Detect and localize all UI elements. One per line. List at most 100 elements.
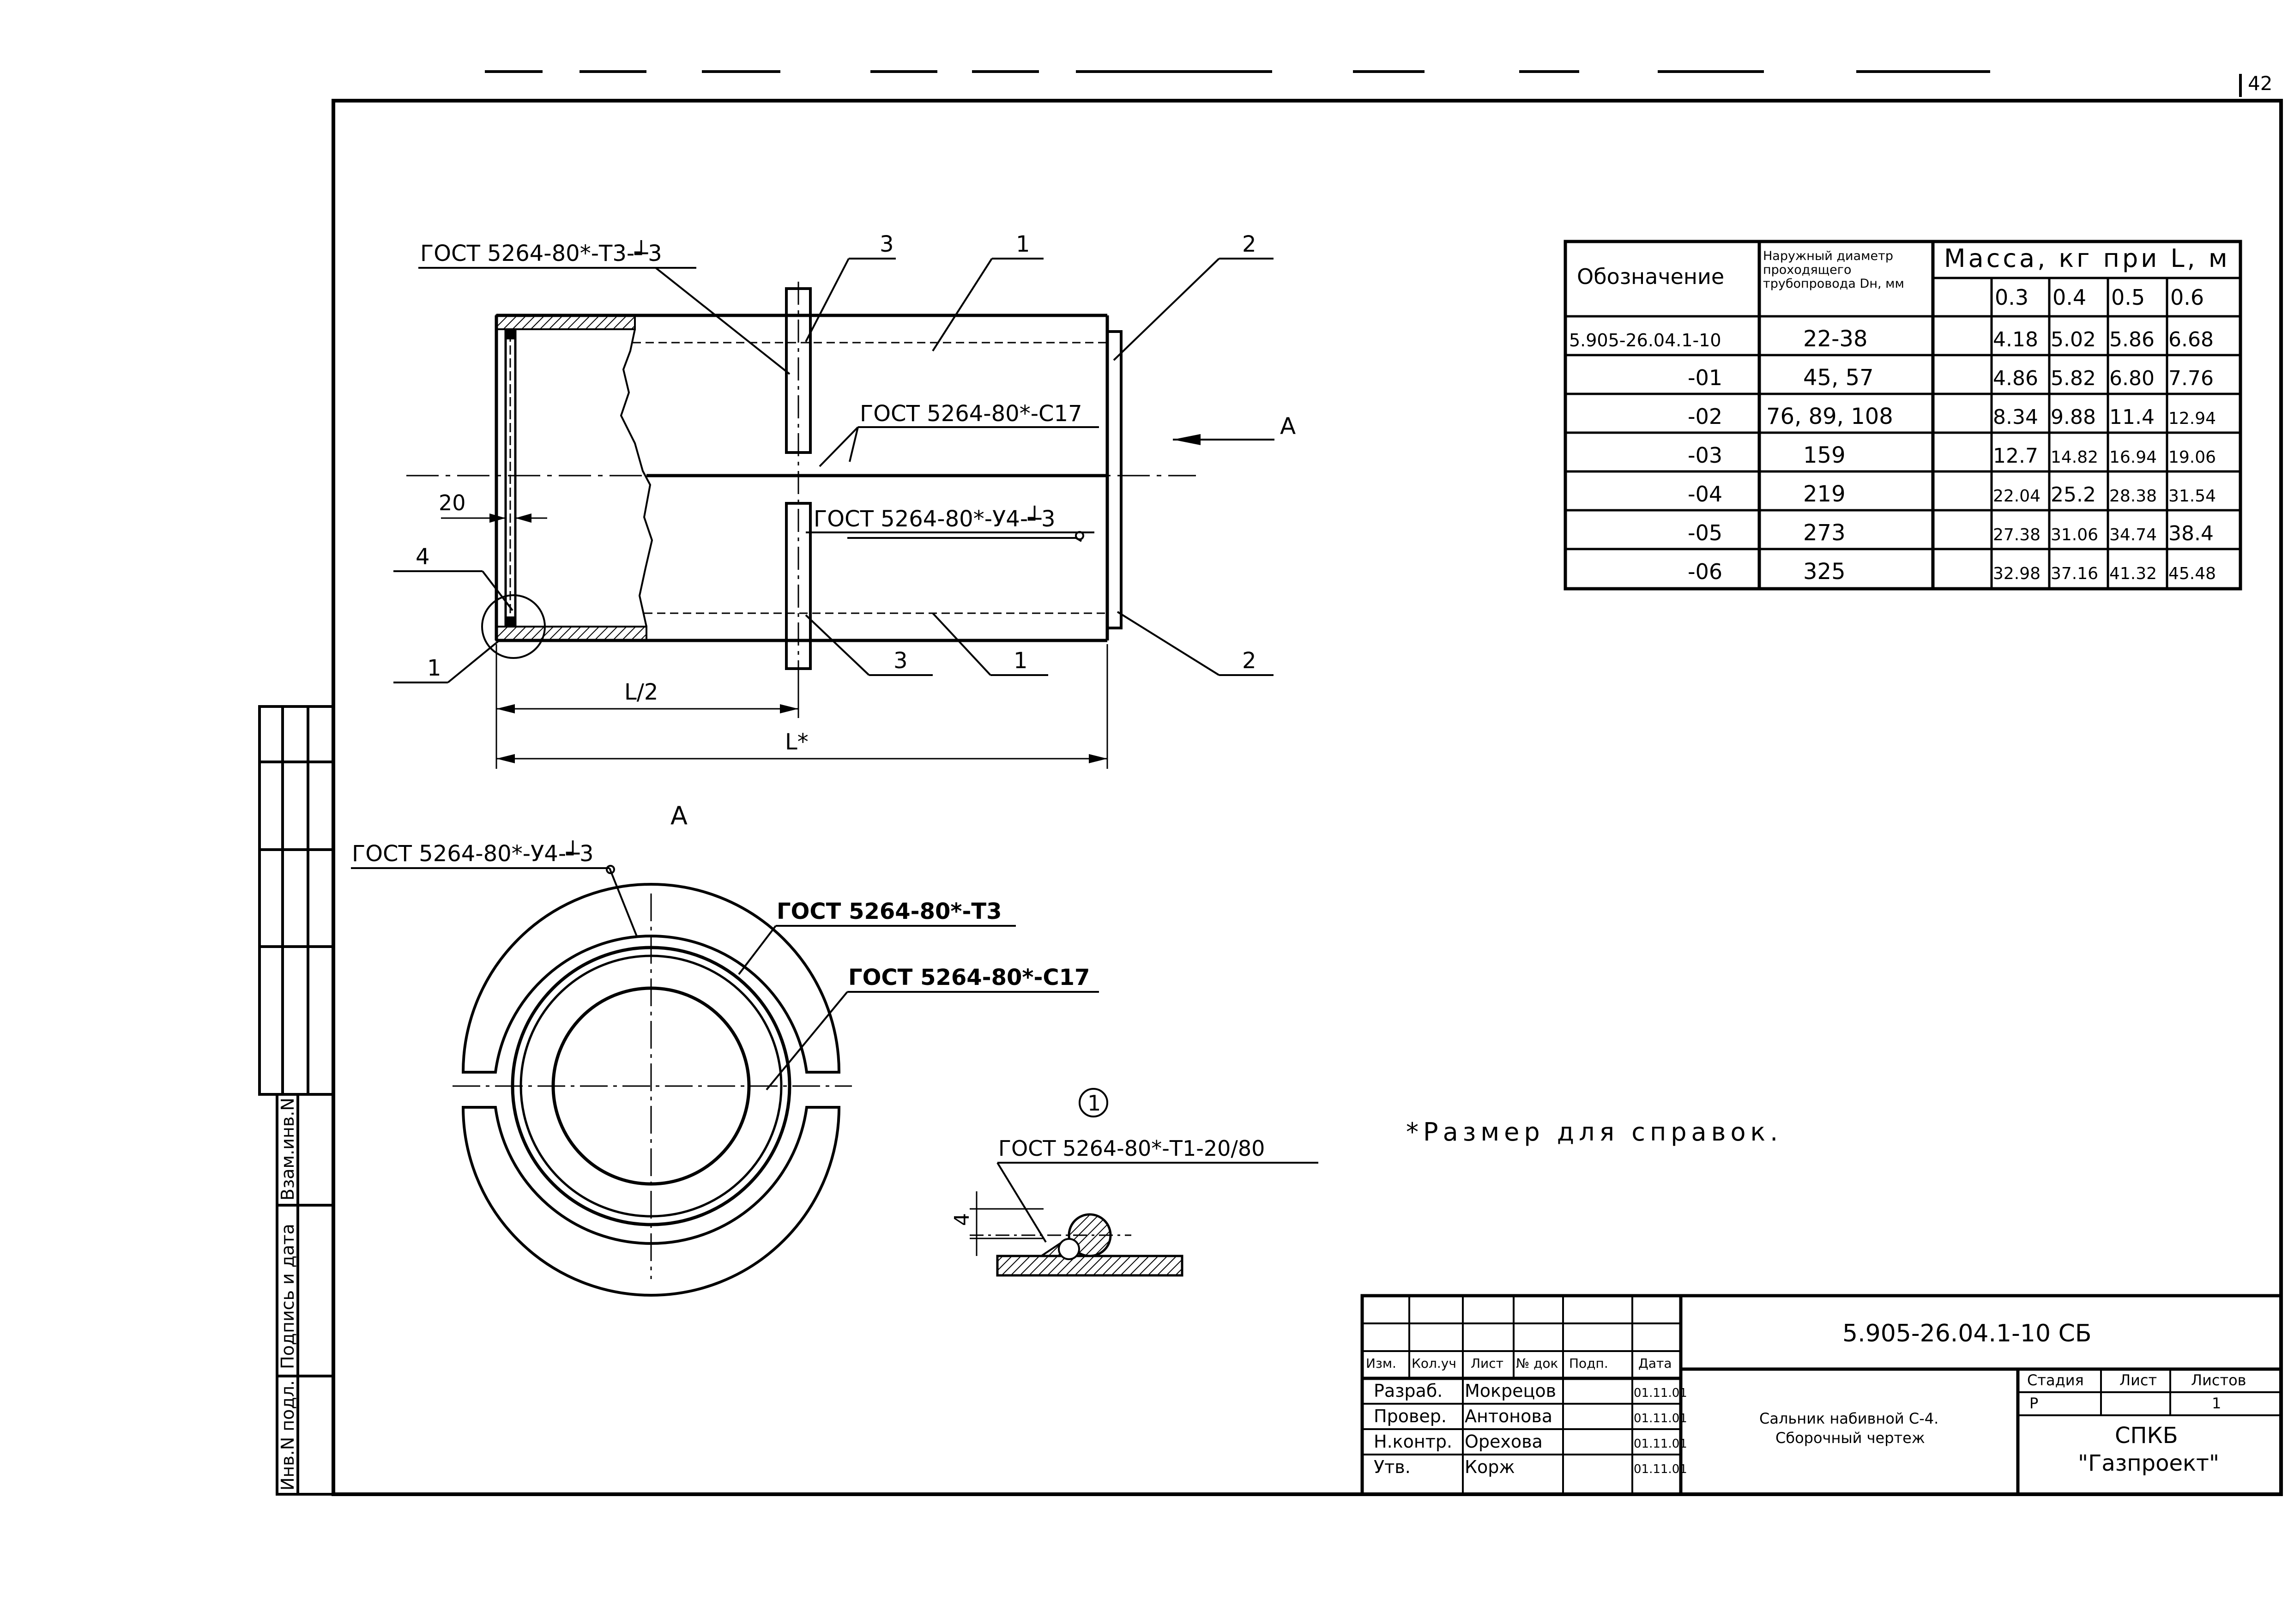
section-axes — [453, 894, 852, 1279]
pipe-inner-hidden — [633, 342, 1107, 614]
wall-hatch-top — [495, 314, 636, 330]
ring-end-bottom — [506, 616, 515, 627]
callout-pos3-bottom: 3 — [893, 648, 908, 674]
callout-weld-lower: ГОСТ 5264-80*-У4-┵3 — [814, 506, 1056, 532]
dim-length: L* — [785, 729, 809, 755]
table-cell-mass: 31.54 — [2168, 487, 2216, 506]
table-cell-designation: -06 — [1688, 559, 1722, 584]
pipe-body — [495, 314, 1109, 642]
side-stamp-inv-orig: Инв.N подл. — [278, 1380, 298, 1491]
table-cell-mass: 34.74 — [2109, 525, 2157, 544]
table-cell-mass: 31.06 — [2051, 525, 2098, 544]
detail-dim — [970, 1191, 1044, 1256]
leaders — [393, 258, 1274, 683]
table-cell-diameter: 22-38 — [1803, 326, 1867, 352]
table-cell-diameter: 325 — [1803, 559, 1846, 585]
section-weld-t3: ГОСТ 5264-80*-Т3 — [777, 899, 1002, 924]
table-cell-designation: -03 — [1688, 443, 1722, 468]
stage-label: Стадия — [2027, 1371, 2084, 1389]
ring-end-top — [506, 329, 515, 339]
title-block-col-header: Дата — [1638, 1356, 1672, 1371]
role-label: Провер. — [1374, 1406, 1447, 1426]
table-col-designation: Обозначение — [1577, 264, 1724, 289]
sheet-label: Лист — [2119, 1371, 2157, 1389]
stage-value: Р — [2029, 1395, 2038, 1412]
table-cell-mass: 19.06 — [2168, 448, 2216, 467]
side-stamp-replace-inv: Взам.инв.N — [278, 1098, 298, 1201]
table-length-header: 0.5 — [2111, 285, 2145, 310]
section-leaders — [351, 867, 1099, 1091]
table-cell-mass: 5.86 — [2109, 328, 2155, 351]
table-cell-mass: 22.04 — [1993, 487, 2040, 506]
callout-pos2-top: 2 — [1242, 231, 1256, 257]
callout-weld-mid: ГОСТ 5264-80*-С17 — [860, 401, 1082, 427]
table-cell-designation: -01 — [1688, 365, 1722, 390]
role-name: Орехова — [1465, 1431, 1543, 1452]
dim-half-length: L/2 — [624, 679, 658, 705]
table-col-diameter-box: Наружный диаметр проходящего трубопровод… — [1763, 249, 1904, 291]
table-length-header: 0.4 — [2053, 285, 2086, 310]
callout-pos1-bottom: 1 — [1014, 648, 1028, 674]
role-date: 01.11.01 — [1634, 1462, 1687, 1476]
table-cell-diameter: 76, 89, 108 — [1766, 404, 1893, 429]
table-cell-designation: -04 — [1688, 482, 1722, 507]
detail-plate — [996, 1255, 1183, 1277]
table-col-diameter: Наружный диаметр проходящего трубопровод… — [1763, 249, 1904, 291]
table-cell-diameter: 159 — [1803, 442, 1846, 468]
callout-pos3-top: 3 — [880, 231, 894, 257]
role-label: Утв. — [1374, 1457, 1411, 1477]
table-cell-mass: 16.94 — [2109, 448, 2157, 467]
detail-weld-bead — [1058, 1238, 1080, 1260]
table-cell-mass: 41.32 — [2109, 564, 2157, 583]
table-cell-mass: 6.68 — [2168, 328, 2214, 351]
break-line — [620, 329, 653, 627]
side-stamp-sign-date: Подпись и дата — [278, 1224, 298, 1369]
table-cell-mass: 4.18 — [1993, 328, 2038, 351]
view-arrow-head — [1173, 434, 1201, 445]
section-weld-c17: ГОСТ 5264-80*-С17 — [848, 965, 1090, 990]
title-block-col-header: № док — [1516, 1356, 1558, 1371]
callout-weld-top: ГОСТ 5264-80*-Т3-┵3 — [420, 240, 662, 266]
table-cell-mass: 12.7 — [1993, 444, 2038, 468]
table-cell-mass: 5.82 — [2051, 367, 2096, 390]
role-name: Корж — [1465, 1457, 1515, 1477]
table-cell-mass: 8.34 — [1993, 405, 2038, 429]
callout-pos2-bottom: 2 — [1242, 648, 1256, 674]
table-length-header: 0.3 — [1995, 285, 2028, 310]
weld-symbol-dot — [1075, 531, 1084, 540]
detail-dim-label: 4 — [950, 1213, 974, 1226]
detail-marker: 1 — [1087, 1091, 1101, 1116]
dimensions — [441, 517, 1108, 769]
title-block-col-header: Изм. — [1366, 1356, 1396, 1371]
role-name: Антонова — [1465, 1406, 1552, 1426]
table-cell-mass: 7.76 — [2168, 367, 2214, 390]
table-cell-mass: 14.82 — [2051, 448, 2098, 467]
table-cell-mass: 12.94 — [2168, 409, 2216, 428]
role-date: 01.11.01 — [1634, 1412, 1687, 1425]
table-cell-mass: 9.88 — [2051, 405, 2096, 429]
view-arrow-label: А — [1280, 413, 1296, 440]
title-block-col-header: Лист — [1471, 1356, 1503, 1371]
table-cell-designation: 5.905-26.04.1-10 — [1569, 330, 1721, 350]
section-title: А — [670, 801, 688, 830]
table-cell-mass: 11.4 — [2109, 405, 2155, 429]
detail-view: 1 ГОСТ 5264-80*-Т1-20/80 4 — [950, 1088, 1318, 1277]
drawing-frame — [332, 99, 2283, 1496]
callout-pos1-left: 1 — [427, 655, 441, 681]
org-line-1: СПКБ — [2115, 1423, 2178, 1449]
sheets-label: Листов — [2191, 1371, 2246, 1389]
sheets-value: 1 — [2212, 1395, 2221, 1412]
detail-leader-diag — [996, 1162, 1047, 1243]
document-code: 5.905-26.04.1-10 СБ — [1842, 1320, 2092, 1347]
table-cell-mass: 37.16 — [2051, 564, 2098, 583]
callout-pos4: 4 — [416, 544, 430, 570]
table-col-mass: Масса, кг при L, м — [1944, 244, 2230, 273]
table-cell-diameter: 219 — [1803, 481, 1846, 507]
detail-weld: ГОСТ 5264-80*-Т1-20/80 — [998, 1136, 1265, 1161]
role-date: 01.11.01 — [1634, 1437, 1687, 1451]
table-cell-mass: 32.98 — [1993, 564, 2040, 583]
